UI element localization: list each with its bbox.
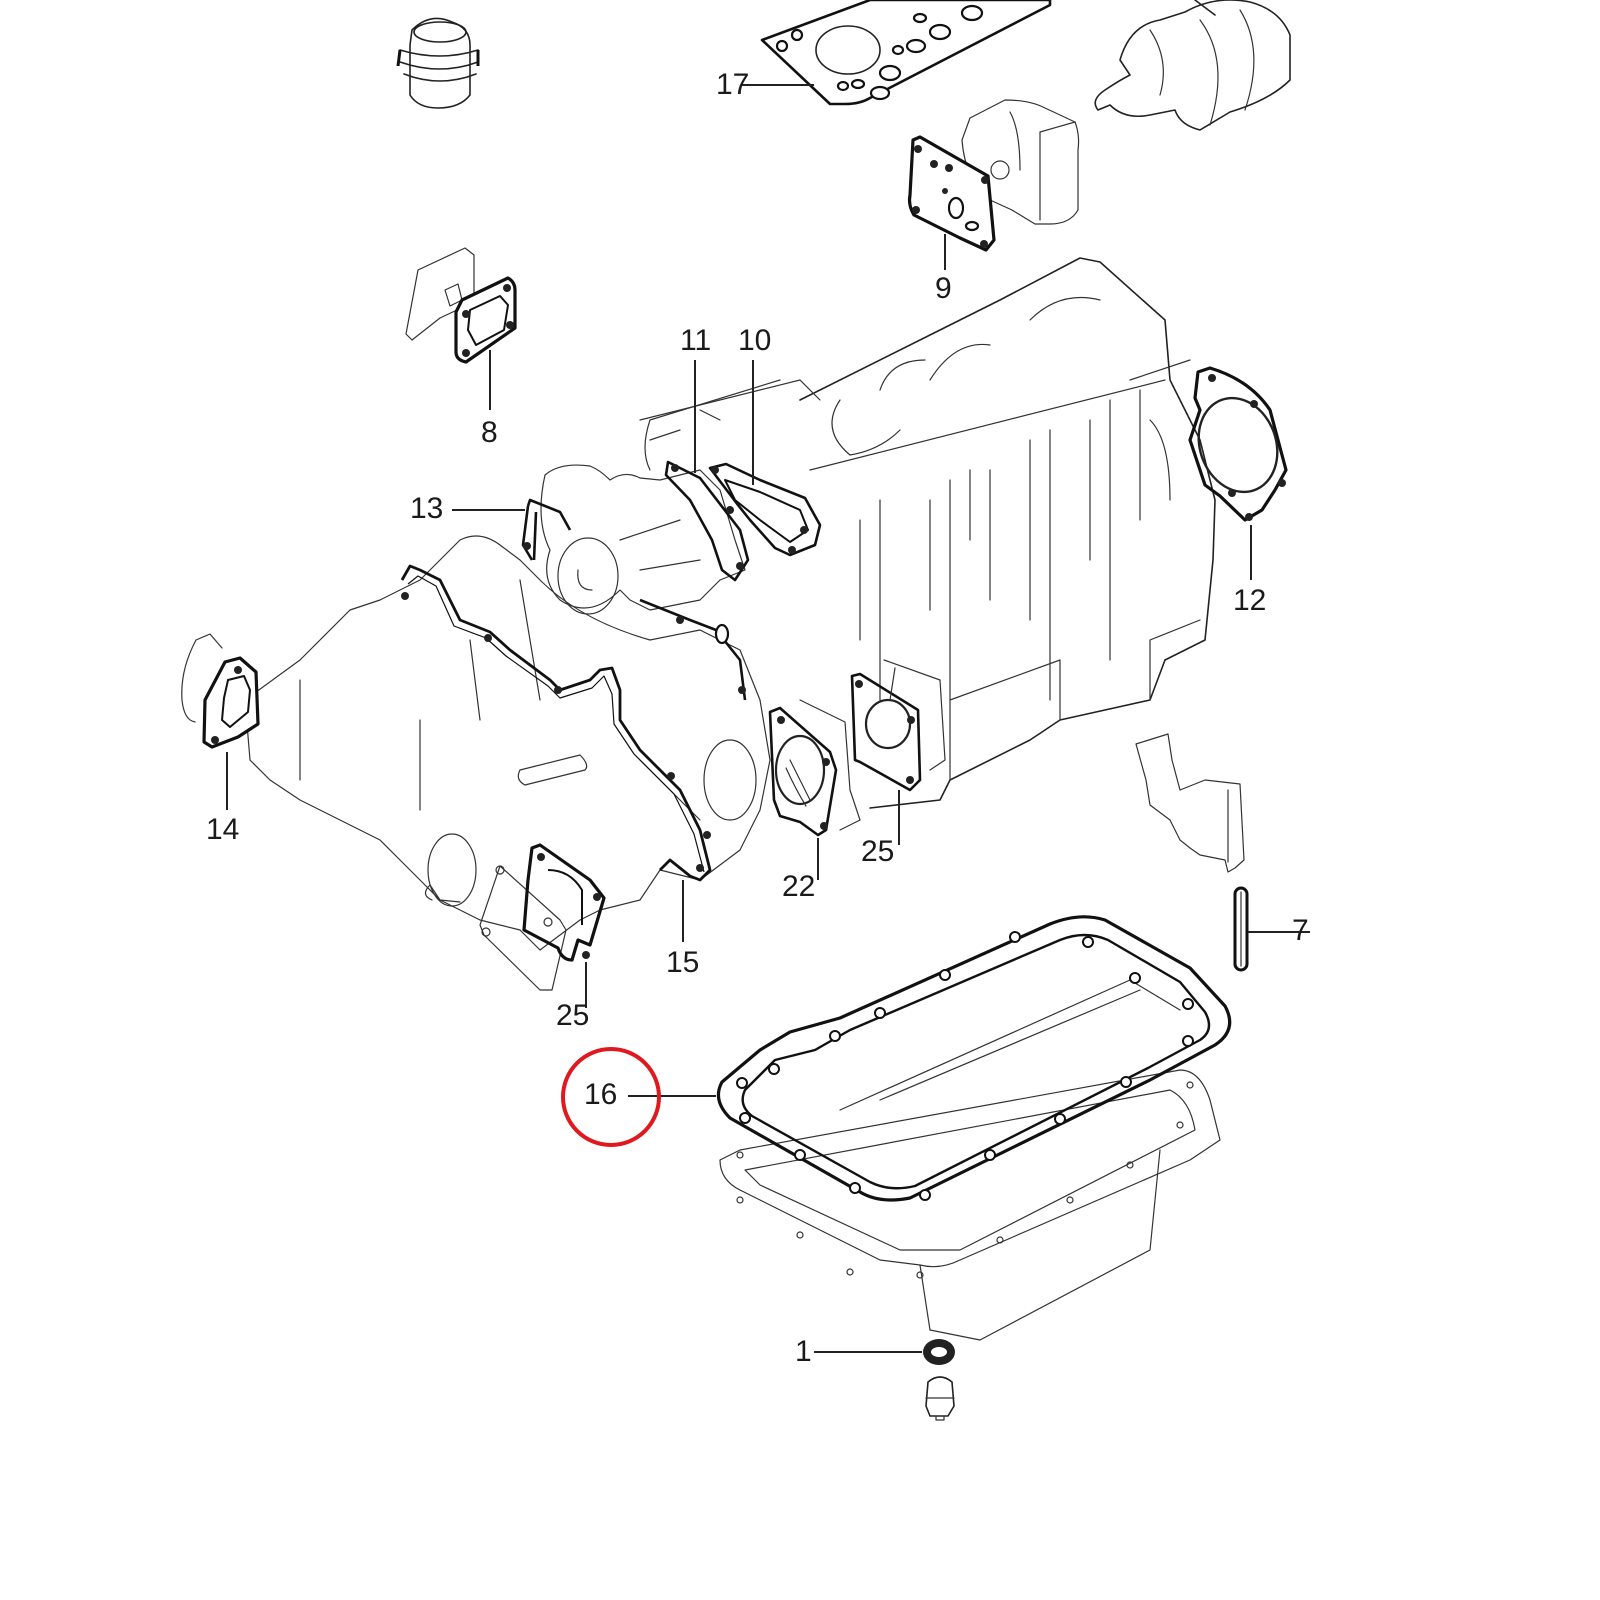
callout-25-left: 25 xyxy=(556,999,590,1032)
water-pump-plate-gasket-10 xyxy=(708,360,822,557)
water-flange-gasket-13 xyxy=(452,498,572,561)
oil-pump-gasket-9 xyxy=(907,135,996,270)
oil-pan xyxy=(719,979,1221,1341)
callout-17: 17 xyxy=(716,68,750,101)
callout-22: 22 xyxy=(782,870,816,903)
callout-1: 1 xyxy=(795,1335,812,1368)
callout-7: 7 xyxy=(1292,914,1309,947)
callout-13: 13 xyxy=(410,492,444,525)
drain-plug xyxy=(925,1376,955,1421)
thermostat-cover-gasket-8 xyxy=(454,276,517,410)
callout-14: 14 xyxy=(206,813,240,846)
rear-plate-gasket-12 xyxy=(1188,366,1288,580)
timing-gear-case-gasket-15 xyxy=(400,564,747,942)
highlight-circle xyxy=(561,1047,661,1147)
drain-plug-washer-1 xyxy=(814,1339,955,1365)
injection-pump-gasket-22 xyxy=(768,699,861,880)
callout-15: 15 xyxy=(666,946,700,979)
callout-12: 12 xyxy=(1233,584,1267,617)
water-pump xyxy=(540,464,746,615)
oil-pan-gasket-16 xyxy=(628,915,1232,1202)
o-ring-7 xyxy=(1233,886,1310,972)
callout-10: 10 xyxy=(738,324,772,357)
side-cover-plate xyxy=(479,865,567,991)
callout-9: 9 xyxy=(935,272,952,305)
exhaust-manifold-gasket-14 xyxy=(181,633,260,810)
timing-gear-case xyxy=(244,535,771,951)
callout-11: 11 xyxy=(680,324,712,357)
water-pump-gasket-11 xyxy=(664,360,750,582)
cylinder-head-gasket-17 xyxy=(742,0,1052,106)
side-cover-gasket-25-left xyxy=(522,843,606,1008)
plug-part xyxy=(396,17,480,109)
callout-8: 8 xyxy=(481,416,498,449)
side-cover-gasket-25-right xyxy=(850,659,946,845)
water-outlet-elbow xyxy=(1135,733,1245,873)
engine-block xyxy=(639,257,1216,809)
callout-25-right: 25 xyxy=(861,835,895,868)
starter-motor xyxy=(1094,0,1291,131)
